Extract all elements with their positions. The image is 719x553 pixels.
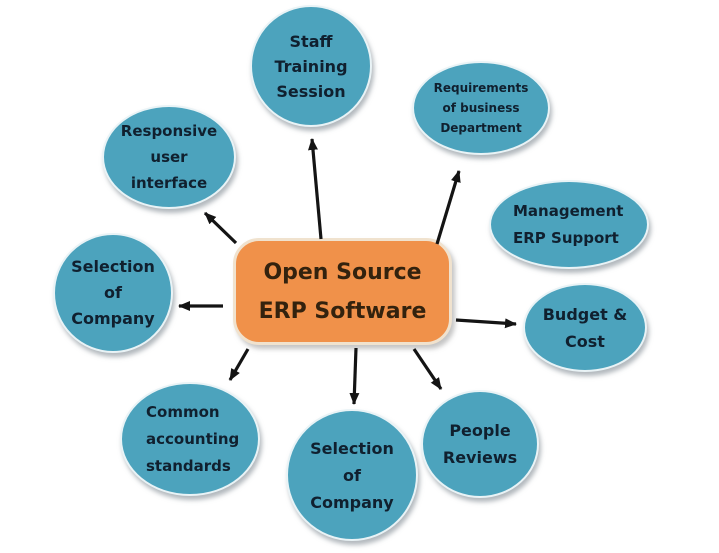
node-label-line: Company [310,492,394,512]
node-label-line: Common [146,402,220,421]
node-common-accounting-standards: Common accounting standards [120,382,260,496]
node-label-line: Training [274,56,348,76]
node-label-line: of [343,465,361,485]
node-label-line: Budget & [542,304,628,324]
node-label-line: Staff [289,31,333,51]
node-label-line: of business [442,101,520,115]
arrow-to-staff-training-session [308,138,323,240]
node-label-line: Department [440,121,522,135]
node-label-line: ERP Support [513,228,619,247]
node-label-line: People [449,421,511,440]
node-label-line: standards [146,456,231,475]
node-label-line: Requirements [433,81,529,95]
node-label-line: of [104,283,122,302]
arrow-to-budget-cost [455,318,517,329]
arrow-to-responsive-user-interface [203,211,238,245]
node-label-line: accounting [146,429,240,448]
node-label-line: Management [513,201,624,220]
hub-label-line: Open Source [263,259,422,285]
node-people-reviews: People Reviews [421,390,539,498]
node-selection-of-company-left: Selection of Company [53,233,173,353]
node-selection-of-company-bottom: Selection of Company [286,409,418,541]
node-responsive-user-interface: Responsive user interface [102,105,236,209]
arrow-to-people-reviews [412,348,443,390]
arrow-to-common-accounting-standards [228,348,250,381]
hub-open-source-erp-software: Open Source ERP Software [233,238,452,345]
arrow-to-selection-of-company-bottom [349,347,360,405]
node-label-line: Selection [71,257,155,276]
node-management-erp-support: Management ERP Support [489,180,649,269]
hub-label-line: ERP Software [258,298,427,324]
node-requirements-of-business-department: Requirements of business Department [412,61,550,155]
arrow-to-requirements-of-business-department [435,170,461,245]
node-label-line: Session [276,81,346,101]
node-label-line: Responsive [120,122,218,140]
node-label-line: Cost [565,331,605,351]
node-label-line: user [150,148,188,166]
node-budget-cost: Budget & Cost [523,283,647,372]
node-label-line: interface [130,174,208,192]
node-label-line: Company [71,309,155,328]
node-label-line: Selection [310,438,394,458]
node-staff-training-session: Staff Training Session [250,5,372,127]
node-label-line: Reviews [442,448,518,467]
